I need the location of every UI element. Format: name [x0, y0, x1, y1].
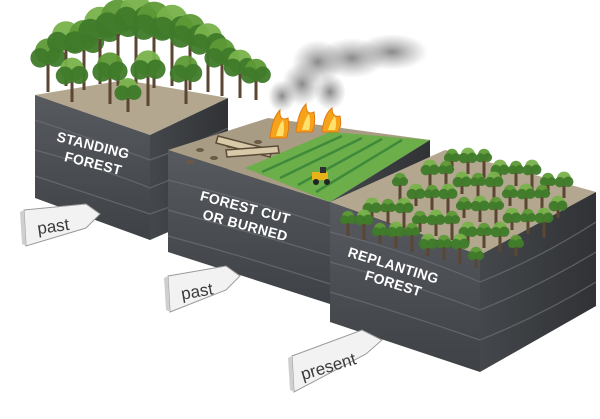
sapling [554, 171, 574, 198]
sapling [435, 234, 453, 260]
standing-forest-trees [30, 0, 271, 112]
sapling [443, 148, 461, 170]
standing-tree [241, 58, 271, 100]
standing-tree [92, 52, 128, 104]
cut-forest-field [245, 132, 430, 202]
sapling [490, 221, 510, 252]
standing-tree [114, 78, 142, 112]
sapling [452, 171, 472, 194]
standing-forest-soil-top [35, 80, 228, 135]
sapling [501, 184, 519, 206]
sapling [484, 171, 504, 202]
sapling [420, 159, 440, 186]
sapling [548, 195, 568, 218]
cut-forest-block: FOREST CUT OR BURNED [167, 34, 430, 304]
sapling [371, 222, 389, 244]
sapling [426, 209, 446, 236]
sapling [470, 195, 490, 222]
sapling [386, 221, 406, 248]
sapling [379, 198, 397, 224]
sapling [438, 183, 458, 214]
sapling [354, 209, 374, 240]
sapling [450, 233, 470, 264]
cut-forest-front-face [168, 150, 330, 304]
sapling [455, 196, 473, 218]
standing-tree [30, 38, 66, 92]
sapling [418, 233, 438, 256]
sapling [534, 207, 554, 238]
fire-flames [269, 102, 342, 139]
cut-forest-strata [167, 179, 331, 285]
sapling [507, 234, 525, 256]
sapling [507, 160, 525, 186]
standing-tree [130, 50, 166, 106]
tag-present: present [288, 329, 383, 393]
sapling [502, 207, 522, 230]
sapling [394, 197, 414, 228]
replanting-strata [329, 221, 597, 341]
sapling [475, 148, 493, 178]
sapling [443, 210, 461, 240]
sapling [490, 159, 510, 182]
standing-tree [169, 55, 203, 104]
sapling [539, 172, 557, 194]
tractor [312, 167, 330, 185]
sapling [522, 159, 542, 190]
sapling [516, 183, 536, 210]
sapling [339, 210, 357, 236]
tag-past-standing: past [20, 203, 101, 247]
replanting-saplings [339, 147, 574, 268]
standing-tree [55, 57, 89, 102]
sapling [533, 184, 551, 214]
sapling [403, 222, 421, 252]
sapling [437, 160, 455, 190]
sapling [411, 210, 429, 232]
replanting-side-face [480, 192, 596, 372]
sapling [423, 184, 441, 210]
replanting-forest-block: REPLANTING FOREST [329, 147, 597, 372]
sapling [458, 147, 478, 174]
sapling [458, 221, 478, 244]
sapling [469, 172, 487, 198]
felled-logs [215, 135, 280, 158]
smoke-plumes [268, 34, 428, 112]
sapling [487, 196, 505, 226]
sapling [406, 183, 426, 206]
sapling [519, 208, 537, 234]
standing-forest-block: STANDING FOREST [30, 0, 271, 240]
sapling [467, 246, 485, 268]
sapling [475, 222, 493, 248]
tag-past-standing-text: past [36, 215, 71, 238]
tag-past-cut: past [164, 265, 241, 313]
sapling [391, 172, 409, 202]
